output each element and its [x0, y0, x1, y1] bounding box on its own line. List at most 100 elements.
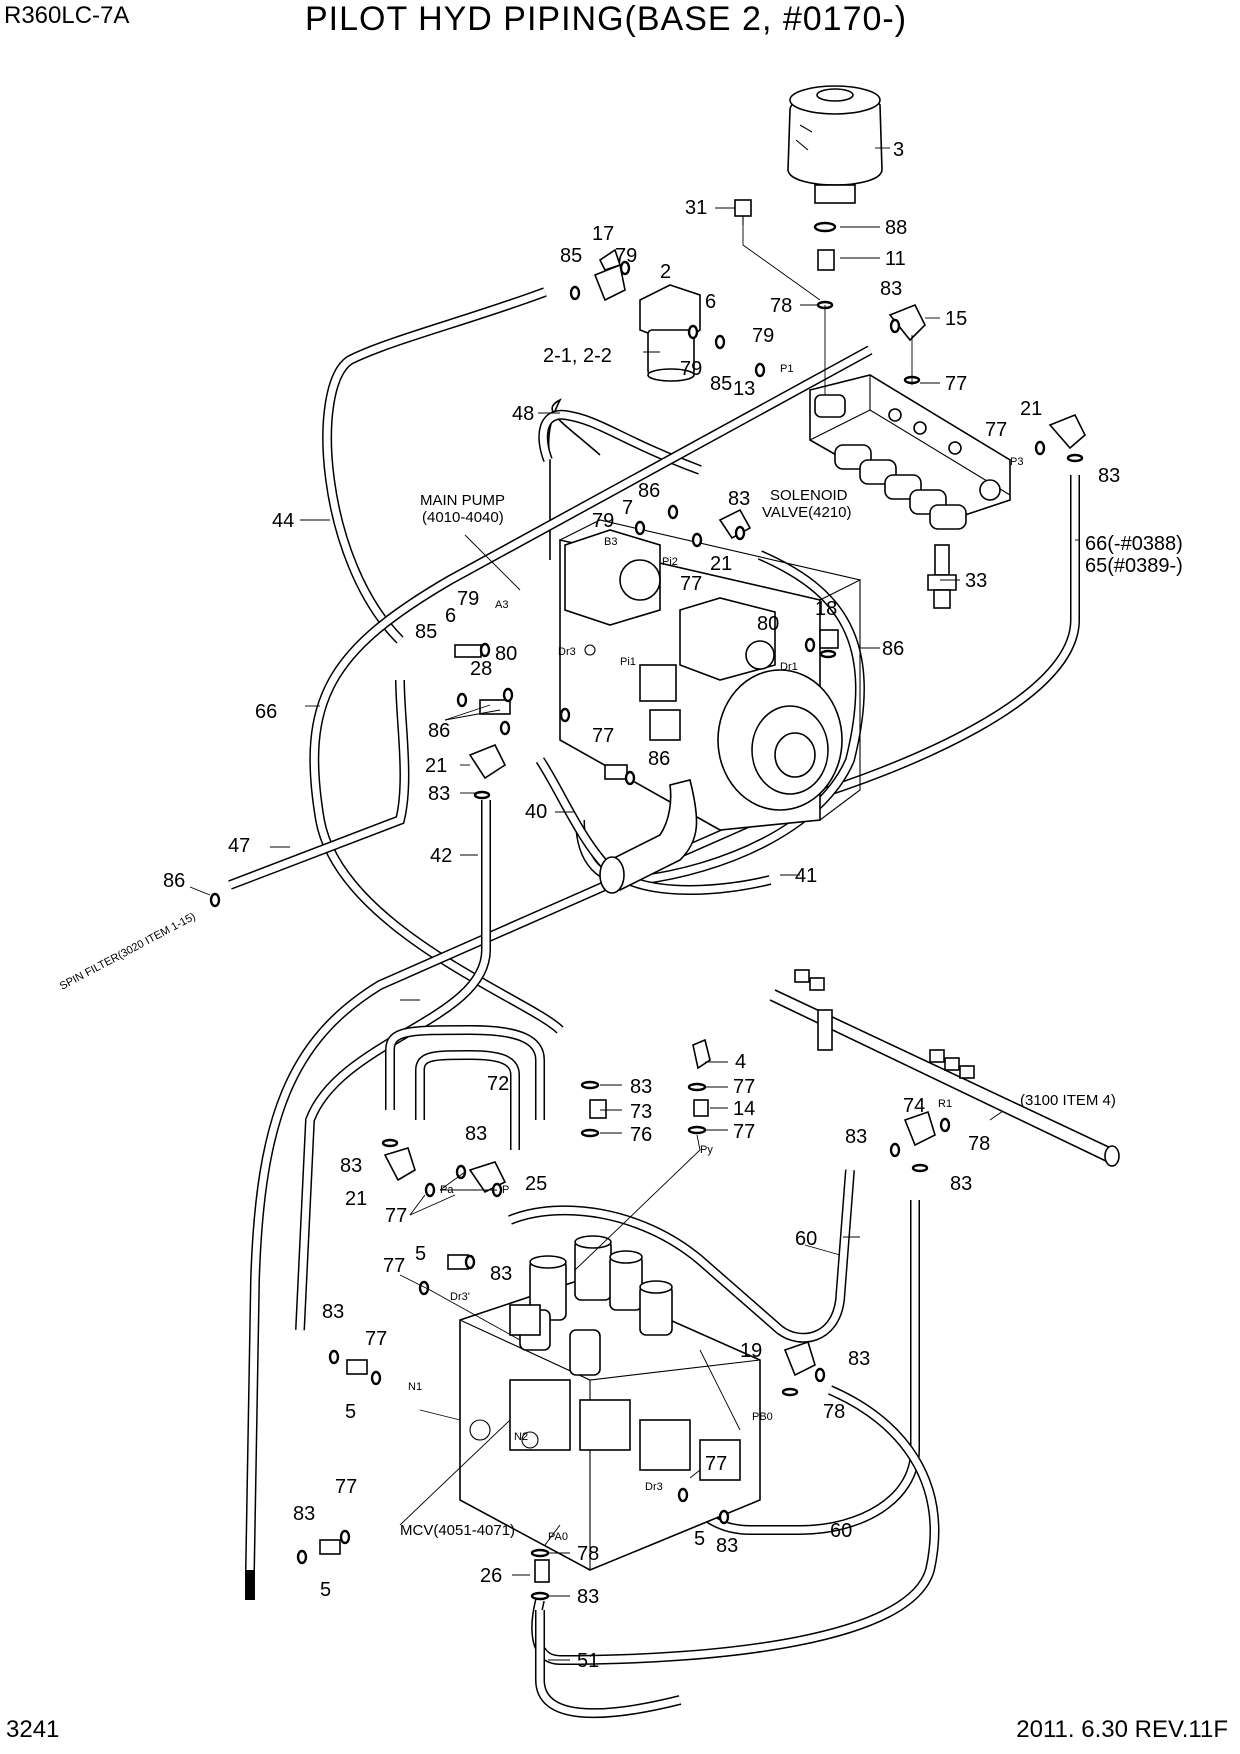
callout-79-mid: 79 [752, 325, 774, 347]
callout-85-filter: 85 [710, 373, 732, 395]
leader-lines [189, 147, 1080, 1661]
callout-80-right: 80 [757, 613, 779, 635]
callout-33: 33 [965, 570, 987, 592]
callout-72: 72 [487, 1073, 509, 1095]
solenoid-valve [809, 374, 1011, 609]
callout-60-upper: 60 [795, 1228, 817, 1250]
callout-28: 28 [470, 658, 492, 680]
callout-14: 14 [733, 1098, 755, 1120]
text-labels: MAIN PUMP (4010-4040) SOLENOID VALVE(421… [58, 345, 1183, 1543]
callout-83-pump: 83 [728, 488, 750, 510]
callout-5-left: 5 [345, 1401, 356, 1423]
callout-79-top: 79 [615, 245, 637, 267]
callout-77-sol: 77 [945, 373, 967, 395]
main-pump [559, 519, 862, 894]
callout-78-74: 78 [968, 1133, 990, 1155]
callout-77-right: 77 [985, 419, 1007, 441]
callout-83-72: 83 [465, 1123, 487, 1145]
callout-66: 66 [255, 701, 277, 723]
solenoid-label: SOLENOID [770, 487, 848, 504]
callout-77-pa: 77 [385, 1205, 407, 1227]
part-2-sub-label: 2-1, 2-2 [543, 345, 612, 367]
callout-3: 3 [893, 139, 904, 161]
hose-48 [547, 398, 601, 560]
callout-83-bottom: 83 [577, 1586, 599, 1608]
callout-78-pa0: 78 [577, 1543, 599, 1565]
callout-86-right: 86 [882, 638, 904, 660]
port-b3: B3 [604, 536, 617, 548]
part-66-label: 66(-#0388) [1085, 533, 1183, 555]
callout-73: 73 [630, 1101, 652, 1123]
callout-83-top: 83 [880, 278, 902, 300]
callout-79-pump: 79 [592, 510, 614, 532]
callout-18: 18 [815, 598, 837, 620]
callout-11: 11 [885, 248, 906, 270]
mcv-label: MCV(4051-4071) [400, 1522, 515, 1539]
callout-15: 15 [945, 308, 967, 330]
callout-13: 13 [733, 378, 755, 400]
callout-83-n2: 83 [293, 1503, 315, 1525]
main-pump-ref: (4010-4040) [422, 509, 504, 526]
port-p1: P1 [780, 363, 793, 375]
callout-2: 2 [660, 261, 671, 283]
fittings [319, 199, 1086, 1583]
callout-79-filter: 79 [680, 358, 702, 380]
callout-83-19: 83 [848, 1348, 870, 1370]
callout-44: 44 [272, 510, 294, 532]
callout-76: 76 [630, 1124, 652, 1146]
port-a3: A3 [495, 599, 508, 611]
port-dr3-lower: Dr3 [645, 1481, 663, 1493]
callouts: 3 31 88 11 17 85 79 2 6 78 83 15 79 79 8… [163, 139, 1120, 1672]
callout-21-pump: 21 [710, 553, 732, 575]
port-py: Py [700, 1144, 713, 1156]
port-n2: N2 [514, 1431, 528, 1443]
callout-25: 25 [525, 1173, 547, 1195]
port-dr3-prime: Dr3' [450, 1291, 470, 1303]
callout-85-left: 85 [415, 621, 437, 643]
callout-60-lower: 60 [830, 1520, 852, 1542]
callout-77-py: 77 [733, 1121, 755, 1143]
callout-31: 31 [685, 197, 707, 219]
callout-86-pump: 86 [638, 480, 660, 502]
callout-17: 17 [592, 223, 614, 245]
callout-83-dr3: 83 [490, 1263, 512, 1285]
port-pb0: PB0 [752, 1411, 773, 1423]
callout-77-dr3: 77 [383, 1255, 405, 1277]
callout-77-n2: 77 [335, 1476, 357, 1498]
ref-3100-label: (3100 ITEM 4) [1020, 1092, 1116, 1109]
callout-40: 40 [525, 801, 547, 823]
callout-77-left-mcv: 77 [365, 1328, 387, 1350]
callout-21-mcv: 21 [345, 1188, 367, 1210]
callout-47: 47 [228, 835, 250, 857]
port-n1: N1 [408, 1381, 422, 1393]
main-pump-label: MAIN PUMP [420, 492, 505, 509]
callout-77-lower: 77 [592, 725, 614, 747]
callout-6-left: 6 [445, 605, 456, 627]
callout-77-mcv-top: 77 [733, 1076, 755, 1098]
callout-21-sol: 21 [1020, 398, 1042, 420]
callout-5-upper: 5 [415, 1243, 426, 1265]
port-pi2: Pi2 [662, 556, 678, 568]
port-r1: R1 [938, 1098, 952, 1110]
callout-21-left: 21 [425, 755, 447, 777]
callout-77-dr3-lower: 77 [705, 1453, 727, 1475]
callout-88: 88 [885, 217, 907, 239]
callout-26: 26 [480, 1565, 502, 1587]
part-65-label: 65(#0389-) [1085, 555, 1183, 577]
revision-date: 2011. 6.30 REV.11F [1016, 1716, 1228, 1743]
callout-77-pump: 77 [680, 573, 702, 595]
callout-85-top: 85 [560, 245, 582, 267]
port-p3: P3 [1010, 456, 1023, 468]
callout-41: 41 [795, 865, 817, 887]
callout-79-left: 79 [457, 588, 479, 610]
page-title: PILOT HYD PIPING(BASE 2, #0170-) [305, 0, 908, 38]
callout-4: 4 [735, 1051, 746, 1073]
callout-6-top: 6 [705, 291, 716, 313]
callout-83-mcv-top: 83 [630, 1076, 652, 1098]
model-number: R360LC-7A [4, 2, 130, 29]
spin-filter-label: SPIN FILTER(3020 ITEM 1-15) [58, 911, 198, 993]
callout-83-left: 83 [428, 783, 450, 805]
callout-48: 48 [512, 403, 534, 425]
callout-86-left: 86 [428, 720, 450, 742]
return-pipe [769, 969, 1120, 1167]
